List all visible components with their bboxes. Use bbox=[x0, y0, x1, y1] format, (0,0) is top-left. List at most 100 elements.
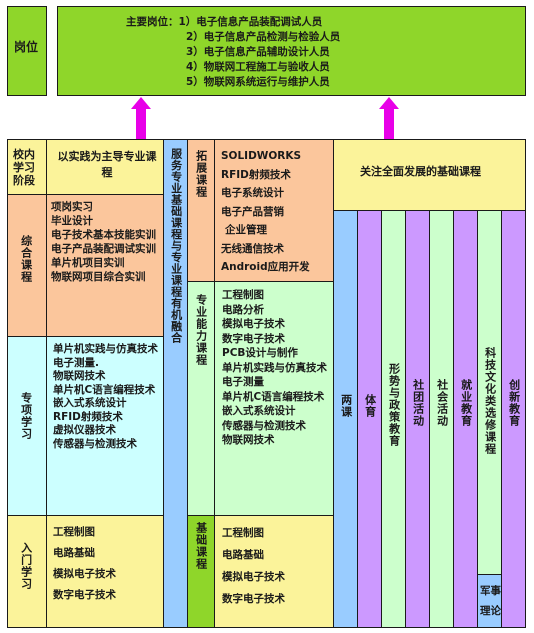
intro-list-box: 工程制图 电路基础 模拟电子技术 数字电子技术 bbox=[46, 515, 164, 628]
post-label: 岗位 bbox=[14, 40, 39, 54]
professional-list-box: 工程制图 电路分析 模拟电子技术 数字电子技术 PCB设计与制作 单片机实践与仿… bbox=[214, 281, 334, 516]
special-label: 专项学习 bbox=[19, 392, 33, 440]
main-header: 以实践为主导专业课程 bbox=[57, 150, 157, 179]
basic-label-box: 基础课程 bbox=[187, 515, 215, 628]
course-item: 电子测量. bbox=[53, 356, 99, 369]
course-item: 无线通信技术 bbox=[221, 242, 284, 255]
general-column-label: 科技文化类选修课程 bbox=[483, 347, 497, 455]
course-item: 单片机C语言编程技术 bbox=[53, 383, 156, 396]
course-item: 数字电子技术 bbox=[222, 593, 285, 605]
stage-header: 校内学习阶段 bbox=[13, 148, 35, 187]
basic-list-box: 工程制图 电路基础 模拟电子技术 数字电子技术 bbox=[214, 515, 334, 628]
course-item: 毕业设计 bbox=[51, 215, 93, 227]
course-item: 数字电子技术 bbox=[222, 332, 285, 345]
professional-label-box: 专业能力课程 bbox=[187, 281, 215, 516]
course-item: 工程制图 bbox=[222, 527, 264, 539]
expand-list-box: SOLIDWORKS RFID射频技术 电子系统设计 电子产品营销 企业管理 无… bbox=[214, 139, 334, 282]
stage-header-box: 校内学习阶段 bbox=[7, 139, 47, 195]
course-item: 电子测量 bbox=[222, 376, 264, 388]
expand-label-box: 拓展课程 bbox=[187, 139, 215, 282]
service-column: 服务专业基础课程与专业课程有机融合 bbox=[163, 139, 188, 628]
course-item: 单片机项目实训 bbox=[51, 257, 125, 269]
general-column: 体育 bbox=[357, 210, 382, 628]
comprehensive-list: 项岗实习 毕业设计 电子技术基本技能实训 电子产品装配调试实训 单片机项目实训 … bbox=[51, 200, 159, 284]
course-item: 数字电子技术 bbox=[53, 589, 116, 601]
intro-label: 入门学习 bbox=[19, 542, 33, 590]
general-column-label: 形势与政策教育 bbox=[387, 363, 401, 447]
course-item: 嵌入式系统设计 bbox=[222, 405, 296, 417]
general-header-box: 关注全面发展的基础课程 bbox=[333, 139, 526, 211]
basic-list: 工程制图 电路基础 模拟电子技术 数字电子技术 bbox=[222, 522, 285, 610]
course-item: 企业管理 bbox=[225, 224, 267, 236]
course-item: Android应用开发 bbox=[221, 261, 310, 273]
course-item: RFID射频技术 bbox=[221, 168, 291, 181]
course-item: 电子产品装配调试实训 bbox=[51, 243, 156, 255]
course-item: PCB设计与制作 bbox=[222, 347, 298, 359]
post-label-box: 岗位 bbox=[7, 6, 47, 96]
course-item: 工程制图 bbox=[53, 526, 95, 538]
course-item: 模拟电子技术 bbox=[222, 318, 285, 330]
job-item: 4）物联网工程施工与验收人员 bbox=[186, 61, 330, 73]
general-column: 两课 bbox=[333, 210, 358, 628]
course-item: 物联网技术 bbox=[53, 370, 106, 382]
professional-label: 专业能力课程 bbox=[194, 294, 208, 366]
intro-list: 工程制图 电路基础 模拟电子技术 数字电子技术 bbox=[53, 522, 116, 606]
course-item: RFID射频技术 bbox=[53, 410, 123, 423]
course-item: 单片机C语言编程技术 bbox=[222, 390, 325, 403]
expand-label: 拓展课程 bbox=[194, 150, 208, 198]
general-column-label: 社会活动 bbox=[435, 379, 449, 427]
course-item: 传感器与检测技术 bbox=[222, 419, 306, 432]
course-item: 传感器与检测技术 bbox=[53, 437, 137, 450]
course-item: 电子产品营销 bbox=[221, 205, 284, 218]
jobs-title: 主要岗位： bbox=[126, 16, 179, 28]
general-column: 就业教育 bbox=[453, 210, 478, 628]
general-column: 创新教育 bbox=[501, 210, 526, 628]
course-item: 电子技术基本技能实训 bbox=[51, 229, 156, 241]
comprehensive-list-box: 项岗实习 毕业设计 电子技术基本技能实训 电子产品装配调试实训 单片机项目实训 … bbox=[46, 194, 164, 337]
jobs-box: 主要岗位：1）电子信息产品装配调试人员 2）电子信息产品检测与检验人员 3）电子… bbox=[57, 6, 526, 96]
general-header: 关注全面发展的基础课程 bbox=[360, 165, 481, 178]
special-label-box: 专项学习 bbox=[7, 336, 47, 516]
course-item: 电路基础 bbox=[222, 549, 264, 561]
general-column-label: 体育 bbox=[363, 394, 377, 418]
service-label: 服务专业基础课程与专业课程有机融合 bbox=[169, 148, 183, 344]
general-column-label: 两课 bbox=[339, 394, 353, 418]
course-item: 模拟电子技术 bbox=[53, 568, 116, 580]
military-box: 军事理论 bbox=[477, 574, 502, 628]
general-column-label: 就业教育 bbox=[459, 379, 473, 427]
course-item: 嵌入式系统设计 bbox=[53, 397, 127, 409]
job-item: 1）电子信息产品装配调试人员 bbox=[178, 16, 323, 28]
general-column-label: 社团活动 bbox=[411, 379, 425, 427]
course-item: 虚拟仪器技术 bbox=[53, 424, 116, 436]
course-item: 项岗实习 bbox=[51, 201, 93, 213]
basic-label: 基础课程 bbox=[194, 522, 208, 570]
job-item: 5）物联网系统运行与维护人员 bbox=[186, 76, 330, 88]
general-column: 科技文化类选修课程 bbox=[477, 210, 502, 575]
job-item: 2）电子信息产品检测与检验人员 bbox=[186, 31, 341, 43]
expand-list: SOLIDWORKS RFID射频技术 电子系统设计 电子产品营销 企业管理 无… bbox=[221, 147, 310, 277]
course-item: 物联网项目综合实训 bbox=[51, 271, 146, 283]
main-header-box: 以实践为主导专业课程 bbox=[46, 139, 164, 195]
course-item: 模拟电子技术 bbox=[222, 571, 285, 583]
job-item: 3）电子信息产品辅助设计人员 bbox=[186, 46, 330, 58]
course-item: 单片机实践与仿真技术 bbox=[222, 361, 327, 374]
general-column-label: 创新教育 bbox=[507, 379, 521, 427]
special-list: 单片机实践与仿真技术 电子测量. 物联网技术 单片机C语言编程技术 嵌入式系统设… bbox=[53, 343, 161, 451]
course-item: 工程制图 bbox=[222, 289, 264, 301]
comprehensive-label-box: 综合课程 bbox=[7, 194, 47, 337]
course-item: 物联网技术 bbox=[222, 434, 275, 446]
course-item: SOLIDWORKS bbox=[221, 150, 302, 162]
jobs-list: 主要岗位：1）电子信息产品装配调试人员 2）电子信息产品检测与检验人员 3）电子… bbox=[126, 15, 340, 90]
intro-label-box: 入门学习 bbox=[7, 515, 47, 628]
special-list-box: 单片机实践与仿真技术 电子测量. 物联网技术 单片机C语言编程技术 嵌入式系统设… bbox=[46, 336, 164, 516]
professional-list: 工程制图 电路分析 模拟电子技术 数字电子技术 PCB设计与制作 单片机实践与仿… bbox=[222, 288, 332, 448]
comprehensive-label: 综合课程 bbox=[19, 235, 33, 283]
general-column: 社团活动 bbox=[405, 210, 430, 628]
course-item: 单片机实践与仿真技术 bbox=[53, 343, 158, 355]
course-item: 电路分析 bbox=[222, 303, 264, 316]
course-item: 电路基础 bbox=[53, 547, 95, 559]
general-column: 社会活动 bbox=[429, 210, 454, 628]
course-item: 电子系统设计 bbox=[221, 187, 284, 199]
general-column: 形势与政策教育 bbox=[381, 210, 406, 628]
military-label: 军事理论 bbox=[480, 585, 501, 617]
